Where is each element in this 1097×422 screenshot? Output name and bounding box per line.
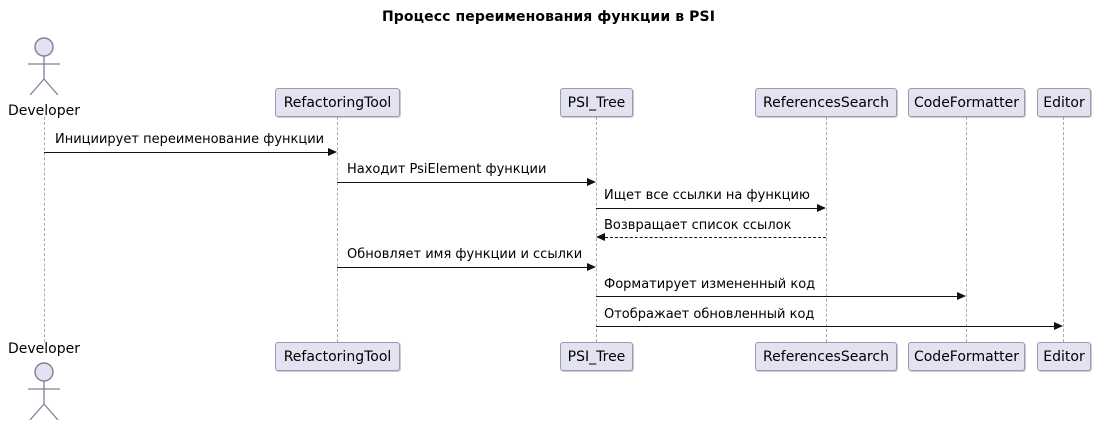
message-line-2 [337, 182, 587, 183]
message-arrowhead-4 [596, 233, 605, 241]
lifeline-codeformatter [966, 117, 967, 342]
message-line-1 [44, 152, 328, 153]
diagram-title: Процесс переименования функции в PSI [381, 9, 716, 25]
participant-box-editor-top[interactable]: Editor [1037, 88, 1091, 117]
actor-figure-icon [28, 37, 60, 96]
message-arrowhead-5 [587, 263, 596, 271]
actor-developer-bottom[interactable] [20, 358, 68, 421]
lifeline-developer [44, 117, 45, 342]
message-label-6: Форматирует измененный код [604, 277, 816, 292]
message-label-7: Отображает обновленный код [604, 307, 815, 322]
message-label-1: Инициирует переименование функции [55, 132, 325, 147]
message-label-4: Возвращает список ссылок [604, 218, 792, 233]
message-label-5: Обновляет имя функции и ссылки [347, 247, 583, 262]
participant-box-referencessearch-top[interactable]: ReferencesSearch [755, 88, 897, 117]
message-arrowhead-3 [817, 204, 826, 212]
message-line-6 [596, 296, 957, 297]
message-arrowhead-7 [1054, 322, 1063, 330]
participant-box-codeformatter-bottom[interactable]: CodeFormatter [908, 342, 1025, 371]
actor-label-developer-top: Developer [7, 103, 80, 119]
lifeline-referencessearch [826, 117, 827, 342]
message-arrowhead-1 [328, 148, 337, 156]
actor-label-developer-bottom: Developer [7, 341, 80, 357]
participant-box-editor-bottom[interactable]: Editor [1037, 342, 1091, 371]
message-arrowhead-6 [957, 292, 966, 300]
message-line-3 [596, 208, 817, 209]
participant-box-refactoringtool-bottom[interactable]: RefactoringTool [275, 342, 400, 371]
message-label-2: Находит PsiElement функции [347, 162, 547, 177]
participant-box-referencessearch-bottom[interactable]: ReferencesSearch [755, 342, 897, 371]
participant-box-psi-tree-top[interactable]: PSI_Tree [560, 88, 633, 117]
actor-developer-top[interactable] [20, 33, 68, 96]
participant-box-codeformatter-top[interactable]: CodeFormatter [908, 88, 1025, 117]
lifeline-editor [1063, 117, 1064, 342]
message-label-3: Ищет все ссылки на функцию [604, 188, 810, 203]
actor-figure-icon [28, 362, 60, 421]
participant-box-psi-tree-bottom[interactable]: PSI_Tree [560, 342, 633, 371]
message-arrowhead-2 [587, 178, 596, 186]
lifeline-refactoringtool [337, 117, 338, 342]
message-line-7 [596, 326, 1054, 327]
lifeline-psi-tree [596, 117, 597, 342]
message-line-5 [337, 267, 587, 268]
participant-box-refactoringtool-top[interactable]: RefactoringTool [275, 88, 400, 117]
message-line-4 [605, 237, 826, 238]
